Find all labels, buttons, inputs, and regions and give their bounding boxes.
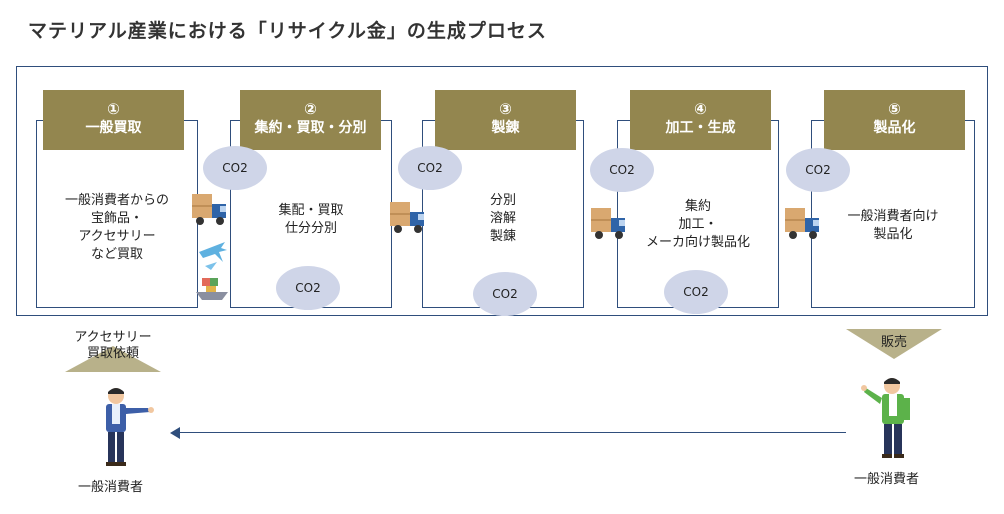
left-consumer-label: 一般消費者 xyxy=(78,480,144,495)
request-label-line: アクセサリー xyxy=(74,330,152,345)
co2-bubble: CO2 xyxy=(786,148,850,192)
step-2-line: 仕分分別 xyxy=(284,221,337,236)
step-5-line: 製品化 xyxy=(873,227,913,242)
step-1-title: 一般買取 xyxy=(85,120,142,136)
step-1-description: 一般消費者からの 宝飾品・ アクセサリー など買取 xyxy=(40,192,194,264)
step-4-title: 加工・生成 xyxy=(665,120,736,136)
co2-bubble: CO2 xyxy=(473,272,537,316)
co2-bubble: CO2 xyxy=(664,270,728,314)
step-1-box xyxy=(36,120,198,308)
step-3-line: 製錬 xyxy=(489,229,516,244)
step-1-header: ① 一般買取 xyxy=(43,90,184,150)
step-4-line: 集約 xyxy=(684,199,711,214)
consumer-person-icon xyxy=(861,378,910,458)
step-5-line: 一般消費者向け xyxy=(847,209,939,224)
consumer-person-icon xyxy=(106,388,154,466)
step-5-header: ⑤ 製品化 xyxy=(824,90,965,150)
right-consumer-label: 一般消費者 xyxy=(854,472,920,487)
delivery-truck-icon xyxy=(192,194,226,225)
step-3-header: ③ 製錬 xyxy=(435,90,576,150)
step-3-title: 製錬 xyxy=(491,120,520,136)
request-triangle xyxy=(65,346,161,372)
step-3-line: 分別 xyxy=(489,193,516,208)
step-4-line: 加工・ xyxy=(678,217,718,232)
airplane-icon xyxy=(199,242,227,270)
request-label: アクセサリー 買取依頼 xyxy=(50,330,176,362)
co2-bubble: CO2 xyxy=(276,266,340,310)
diagram-title: マテリアル産業における「リサイクル金」の生成プロセス xyxy=(28,20,547,42)
step-3-description: 分別 溶解 製錬 xyxy=(426,192,580,246)
step-4-line: メーカ向け製品化 xyxy=(645,235,750,250)
cargo-ship-icon xyxy=(196,278,228,300)
delivery-truck-icon xyxy=(390,202,424,233)
step-5-description: 一般消費者向け 製品化 xyxy=(815,208,971,244)
step-3-number: ③ xyxy=(499,100,512,118)
step-1-number: ① xyxy=(107,100,120,118)
step-2-title: 集約・買取・分別 xyxy=(254,120,367,136)
step-4-number: ④ xyxy=(694,100,707,118)
step-1-line: など買取 xyxy=(90,247,143,262)
step-2-header: ② 集約・買取・分別 xyxy=(240,90,381,150)
co2-bubble: CO2 xyxy=(203,146,267,190)
step-3-line: 溶解 xyxy=(489,211,516,226)
step-2-line: 集配・買取 xyxy=(278,203,344,218)
step-2-number: ② xyxy=(304,100,317,118)
step-1-line: 一般消費者からの xyxy=(64,193,169,208)
step-4-header: ④ 加工・生成 xyxy=(630,90,771,150)
step-2-description: 集配・買取 仕分分別 xyxy=(234,202,388,238)
sales-triangle xyxy=(846,329,942,359)
step-5-number: ⑤ xyxy=(888,100,901,118)
return-arrow-line xyxy=(178,432,846,433)
co2-bubble: CO2 xyxy=(398,146,462,190)
co2-bubble: CO2 xyxy=(590,148,654,192)
step-5-title: 製品化 xyxy=(873,120,916,136)
step-1-line: アクセサリー xyxy=(78,229,156,244)
arrow-left-icon xyxy=(170,427,180,439)
delivery-truck-icon xyxy=(785,208,819,239)
step-4-description: 集約 加工・ メーカ向け製品化 xyxy=(621,198,775,252)
sales-label: 販売 xyxy=(880,335,907,350)
request-label-line: 買取依頼 xyxy=(86,346,139,361)
step-1-line: 宝飾品・ xyxy=(90,211,143,226)
delivery-truck-icon xyxy=(591,208,625,239)
